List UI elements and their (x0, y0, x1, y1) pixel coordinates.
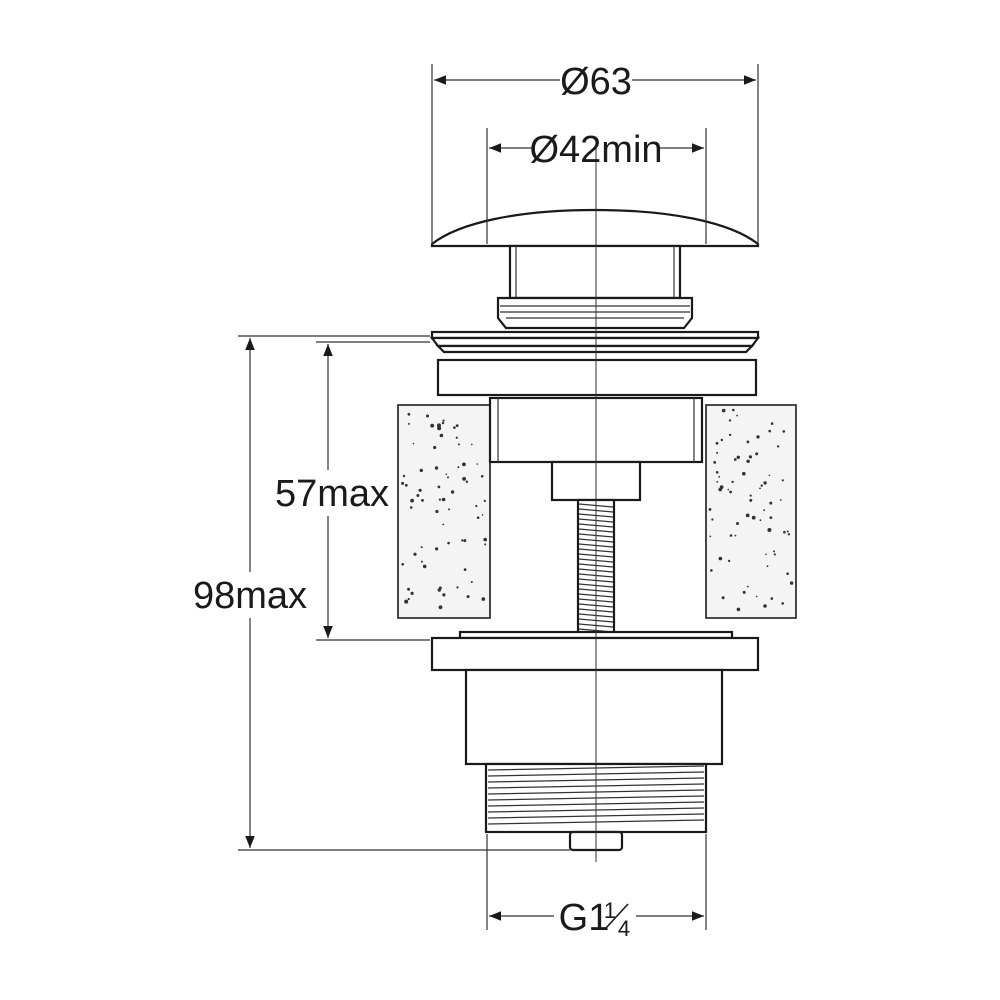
top-collar (436, 358, 758, 397)
plug-stem-housing (508, 244, 682, 300)
outer-diameter-label: Ø63 (560, 61, 632, 103)
basin-section (397, 404, 797, 619)
dimension-thickness: 57max (275, 344, 389, 638)
body-lower (464, 668, 724, 766)
extension-lines (238, 64, 759, 930)
dimension-outer-diameter: Ø63 (434, 61, 756, 103)
basin-wall-left (397, 404, 491, 619)
plug-seal (496, 296, 694, 330)
dimension-thread: G1 1 4 (489, 897, 704, 941)
dimension-inner-diameter: Ø42min (489, 129, 704, 171)
total-height-label: 98max (193, 575, 307, 617)
thread-fraction-top: 1 (604, 898, 616, 923)
thread-fraction-bottom: 4 (618, 916, 630, 941)
thickness-label: 57max (275, 473, 389, 515)
basin-wall-right (705, 404, 797, 619)
waste-body (429, 140, 761, 862)
thread-fraction: 1 4 (604, 898, 630, 941)
plug-cap (430, 208, 760, 248)
inner-diameter-label: Ø42min (529, 129, 662, 171)
flange-bevel (429, 336, 761, 348)
thread-label: G1 (559, 897, 610, 939)
dimension-total-height: 98max (193, 338, 307, 848)
stone-texture (401, 408, 794, 612)
lock-nut (430, 636, 760, 672)
